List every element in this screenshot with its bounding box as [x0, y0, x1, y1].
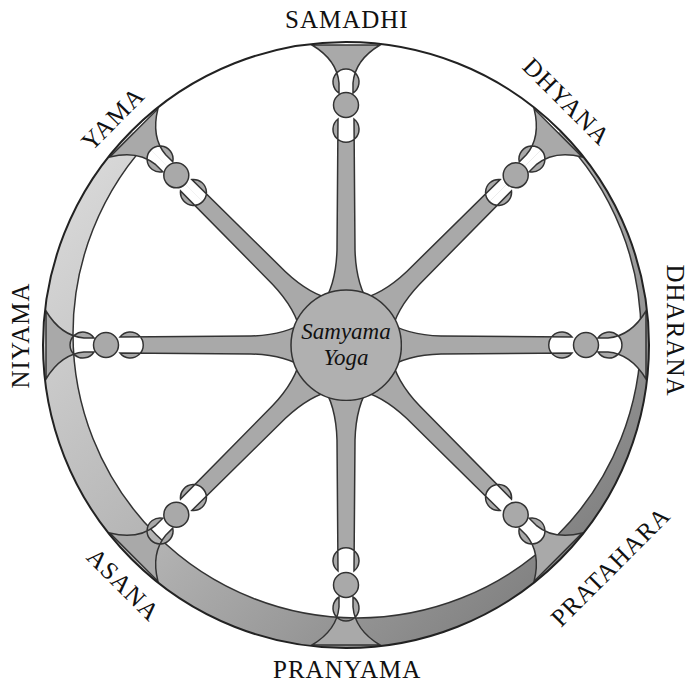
hub-text: Samyama Yoga — [301, 319, 391, 372]
limb-label: DHYANA — [518, 53, 615, 150]
limb-label: NIYAMA — [8, 282, 33, 388]
hub-circle: Samyama Yoga — [290, 289, 402, 401]
limb-label: PRANYAMA — [273, 657, 421, 682]
limb-label: SAMADHI — [285, 7, 409, 32]
limb-label: DHARANA — [663, 264, 688, 396]
